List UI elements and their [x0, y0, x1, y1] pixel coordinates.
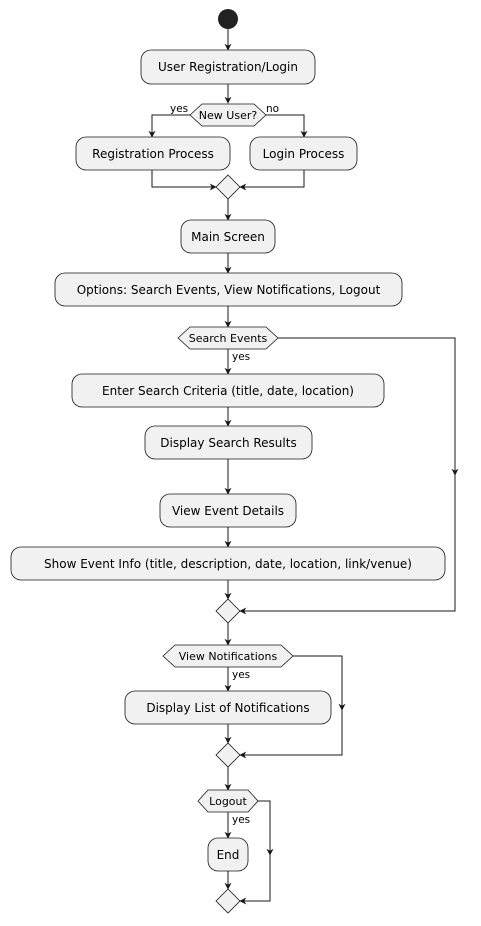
activity-main-screen: Main Screen: [180, 219, 276, 254]
merge-logout: [215, 888, 241, 914]
decision-logout: Logout: [197, 789, 259, 813]
merge-search: [215, 598, 241, 624]
decision-search-events: Search Events: [177, 326, 279, 350]
svg-text:View Notifications: View Notifications: [179, 650, 278, 663]
svg-text:Show Event Info (title, descri: Show Event Info (title, description, dat…: [44, 557, 412, 571]
svg-text:Options: Search Events, View N: Options: Search Events, View Notificatio…: [77, 283, 381, 297]
svg-text:Logout: Logout: [209, 795, 247, 808]
edge-new-user-no: [266, 114, 308, 138]
merge-login: [215, 174, 241, 200]
edge-new-user-yes: [148, 114, 190, 138]
edges: [148, 29, 459, 905]
decision-view-notifications: View Notifications: [162, 644, 294, 668]
edge-registration-to-merge: [151, 170, 217, 191]
activity-user-registration-login: User Registration/Login: [140, 49, 316, 85]
label-yes-new-user: yes: [170, 103, 188, 115]
edge-login-process-to-merge: [239, 170, 305, 191]
svg-text:View Event Details: View Event Details: [172, 504, 284, 518]
start-node: [218, 9, 238, 29]
label-no-new-user: no: [266, 103, 279, 115]
svg-text:Main Screen: Main Screen: [191, 230, 265, 244]
label-yes-notifications: yes: [232, 669, 250, 681]
merge-notifications: [215, 742, 241, 768]
label-yes-search: yes: [232, 351, 250, 363]
activity-login-process: Login Process: [249, 136, 358, 171]
svg-text:Search Events: Search Events: [189, 332, 268, 345]
decision-new-user: New User?: [189, 103, 267, 127]
activity-enter-search-criteria: Enter Search Criteria (title, date, loca…: [71, 373, 385, 408]
activity-end: End: [207, 837, 249, 872]
svg-text:Enter Search Criteria (title,: Enter Search Criteria (title, date, loca…: [102, 384, 354, 398]
activity-display-notifications: Display List of Notifications: [124, 690, 332, 725]
svg-text:End: End: [217, 848, 240, 862]
svg-text:New User?: New User?: [199, 109, 258, 122]
label-yes-logout: yes: [232, 814, 250, 826]
svg-text:Login Process: Login Process: [263, 147, 345, 161]
activity-show-event-info: Show Event Info (title, description, dat…: [10, 546, 446, 581]
activity-registration-process: Registration Process: [75, 136, 231, 171]
svg-text:Display Search Results: Display Search Results: [160, 436, 296, 450]
svg-text:User Registration/Login: User Registration/Login: [158, 60, 298, 74]
activity-view-event-details: View Event Details: [159, 493, 297, 528]
activity-options: Options: Search Events, View Notificatio…: [54, 272, 403, 307]
activity-display-search-results: Display Search Results: [144, 425, 313, 460]
svg-text:Registration Process: Registration Process: [92, 147, 214, 161]
svg-text:Display List of Notifications: Display List of Notifications: [146, 701, 309, 715]
